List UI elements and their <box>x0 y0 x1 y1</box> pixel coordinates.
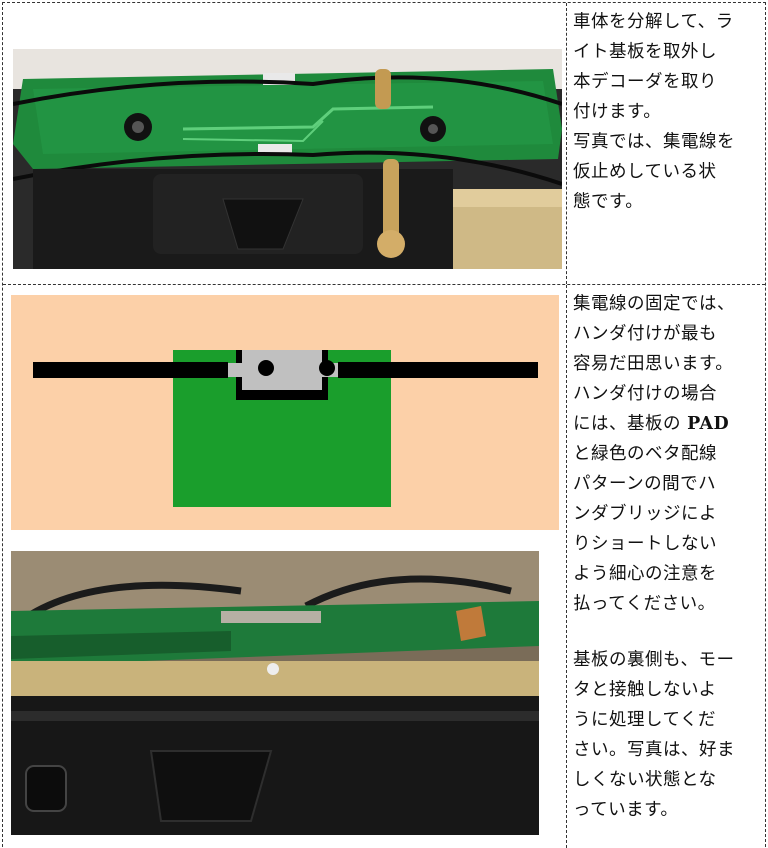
row-2-text-cell: 集電線の固定では、 ハンダ付けが最も 容易だ田思います。 ハンダ付けの場合 には… <box>569 285 765 848</box>
row-1-paragraph: 車体を分解して、ラ イト基板を取外し 本デコーダを取り 付けます。 写真では、集… <box>573 7 765 217</box>
text-line: 基板の裏側も、モー <box>573 650 735 670</box>
row-2-paragraph-1: 集電線の固定では、 ハンダ付けが最も 容易だ田思います。 ハンダ付けの場合 には… <box>573 289 765 619</box>
paragraph-spacer <box>573 619 765 645</box>
text-line: 態です。 <box>573 192 644 212</box>
row-1-text-cell: 車体を分解して、ラ イト基板を取外し 本デコーダを取り 付けます。 写真では、集… <box>569 3 765 284</box>
decoder-installed-photo <box>13 49 562 269</box>
text-line: ンダブリッジによ <box>573 504 717 524</box>
text-line: ハンダ付けの場合 <box>573 384 717 404</box>
text-line: さい。写真は、好ま <box>573 740 735 760</box>
row-2: 集電線の固定では、 ハンダ付けが最も 容易だ田思います。 ハンダ付けの場合 には… <box>3 285 765 848</box>
text-line: パターンの間でハ <box>573 474 717 494</box>
row-1-image-cell <box>3 3 567 284</box>
text-line: ハンダ付けが最も <box>573 324 717 344</box>
text-line: うに処理してくだ <box>573 710 716 730</box>
underside-photo <box>11 551 539 835</box>
solder-pad-diagram <box>11 295 559 530</box>
text-line: りショートしない <box>573 534 717 554</box>
text-line: っています。 <box>573 800 679 820</box>
row-1: 車体を分解して、ラ イト基板を取外し 本デコーダを取り 付けます。 写真では、集… <box>3 3 765 285</box>
text-line: イト基板を取外し <box>573 42 717 62</box>
pad-term: PAD <box>687 414 730 434</box>
text-line: 仮止めしている状 <box>573 162 717 182</box>
text-line: 付けます。 <box>573 102 662 122</box>
text-line: 本デコーダを取り <box>573 72 717 92</box>
text-line: 払ってください。 <box>573 594 716 614</box>
text-line: には、基板の <box>573 414 688 434</box>
text-line: 集電線の固定では、 <box>573 294 735 314</box>
text-line: タと接触しないよ <box>573 680 717 700</box>
text-line: しくない状態とな <box>573 770 717 790</box>
text-line: よう細心の注意を <box>573 564 717 584</box>
text-line: と緑色のベタ配線 <box>573 444 717 464</box>
row-2-image-cell <box>3 285 567 848</box>
row-2-paragraph-2: 基板の裏側も、モー タと接触しないよ うに処理してくだ さい。写真は、好ま しく… <box>573 645 765 825</box>
text-line: 容易だ田思います。 <box>573 354 734 374</box>
text-line: 車体を分解して、ラ <box>573 12 734 32</box>
text-line: 写真では、集電線を <box>573 132 735 152</box>
